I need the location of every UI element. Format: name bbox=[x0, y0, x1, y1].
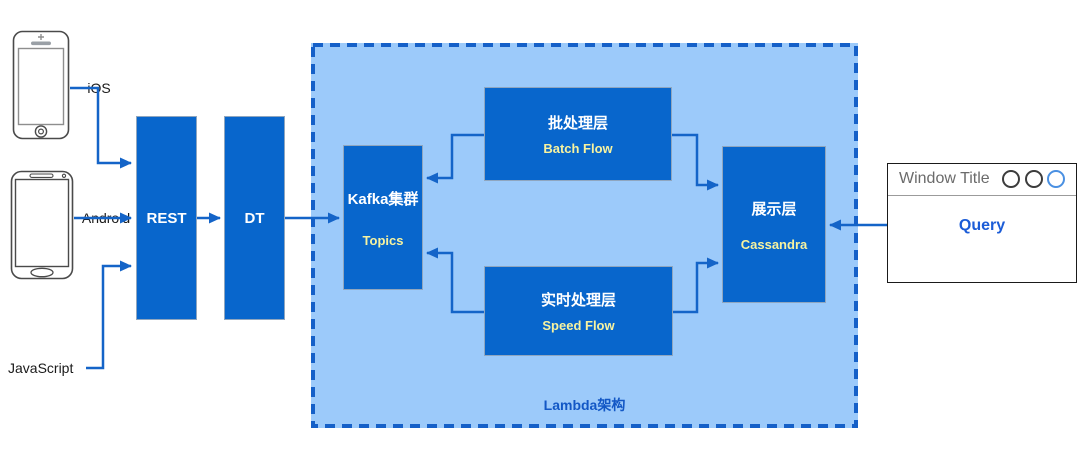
node-batch-layer: 批处理层 Batch Flow bbox=[484, 87, 672, 181]
batch-subtitle: Batch Flow bbox=[543, 141, 613, 156]
lambda-container-label: Lambda架构 bbox=[543, 397, 626, 413]
serving-title: 展示层 bbox=[751, 200, 797, 218]
query-window-title: Window Title bbox=[899, 170, 990, 187]
javascript-label: JavaScript bbox=[8, 360, 74, 376]
node-serving-layer: 展示层 Cassandra bbox=[722, 146, 826, 303]
query-window: Window Title Query bbox=[887, 163, 1077, 283]
rest-title: REST bbox=[146, 209, 187, 227]
connector-ios-to-rest bbox=[70, 86, 132, 169]
speed-title: 实时处理层 bbox=[540, 292, 616, 309]
node-rest: REST bbox=[136, 116, 197, 320]
connector-javascript-to-rest bbox=[86, 260, 132, 370]
query-window-titlebar: Window Title bbox=[888, 164, 1076, 196]
ios-device: iOS bbox=[12, 30, 111, 140]
kafka-title: Kafka集群 bbox=[347, 190, 419, 208]
window-control-circle-icon bbox=[1002, 170, 1020, 188]
window-control-circle-accent-icon bbox=[1047, 170, 1065, 188]
dt-title: DT bbox=[244, 209, 265, 227]
node-dt: DT bbox=[224, 116, 285, 320]
node-kafka-cluster: Kafka集群 Topics bbox=[343, 145, 423, 290]
query-label: Query bbox=[958, 217, 1006, 234]
serving-subtitle: Cassandra bbox=[740, 236, 808, 252]
speed-subtitle: Speed Flow bbox=[542, 318, 615, 333]
window-control-circle-icon bbox=[1025, 170, 1043, 188]
android-device: Android bbox=[10, 170, 130, 280]
iphone-icon bbox=[12, 30, 70, 140]
kafka-subtitle: Topics bbox=[362, 232, 404, 248]
android-label: Android bbox=[81, 210, 131, 226]
query-window-body: Query bbox=[888, 196, 1076, 235]
ios-label: iOS bbox=[87, 80, 111, 96]
android-phone-icon bbox=[10, 170, 74, 280]
node-speed-layer: 实时处理层 Speed Flow bbox=[484, 266, 673, 356]
batch-title: 批处理层 bbox=[547, 115, 608, 132]
